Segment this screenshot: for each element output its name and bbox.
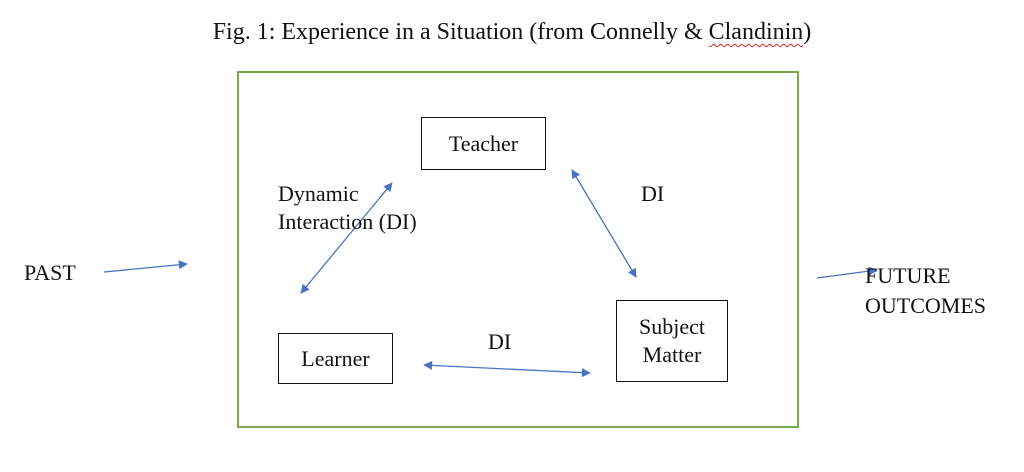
di-teacher-subject-label: DI	[641, 181, 665, 206]
spellcheck-underlined-word: Clandinin	[708, 19, 804, 45]
subject-matter-label: Subject Matter	[639, 314, 705, 367]
future-outcomes-label: FUTURE OUTCOMES	[865, 263, 987, 318]
subject-matter-box: Subject Matter	[616, 300, 728, 382]
di-learner-subject-label: DI	[488, 329, 512, 354]
past-label: PAST	[24, 260, 76, 285]
figure-title-text: Fig. 1: Experience in a Situation (from …	[212, 19, 709, 45]
arrow-learner-subject	[423, 360, 591, 378]
teacher-label: Teacher	[448, 130, 519, 156]
arrow-teacher-subject	[571, 169, 637, 278]
teacher-box: Teacher	[421, 117, 546, 170]
figure-title: Fig. 1: Experience in a Situation (from …	[0, 16, 1024, 48]
arrow-past-in	[103, 260, 188, 273]
arrow-learner-teacher	[300, 182, 393, 294]
situation-frame	[237, 71, 799, 428]
arrow-future-out	[816, 266, 878, 279]
learner-box: Learner	[278, 333, 393, 384]
dynamic-interaction-label: Dynamic Interaction (DI)	[278, 181, 417, 234]
learner-label: Learner	[301, 345, 370, 371]
figure-title-suffix: )	[803, 19, 812, 45]
